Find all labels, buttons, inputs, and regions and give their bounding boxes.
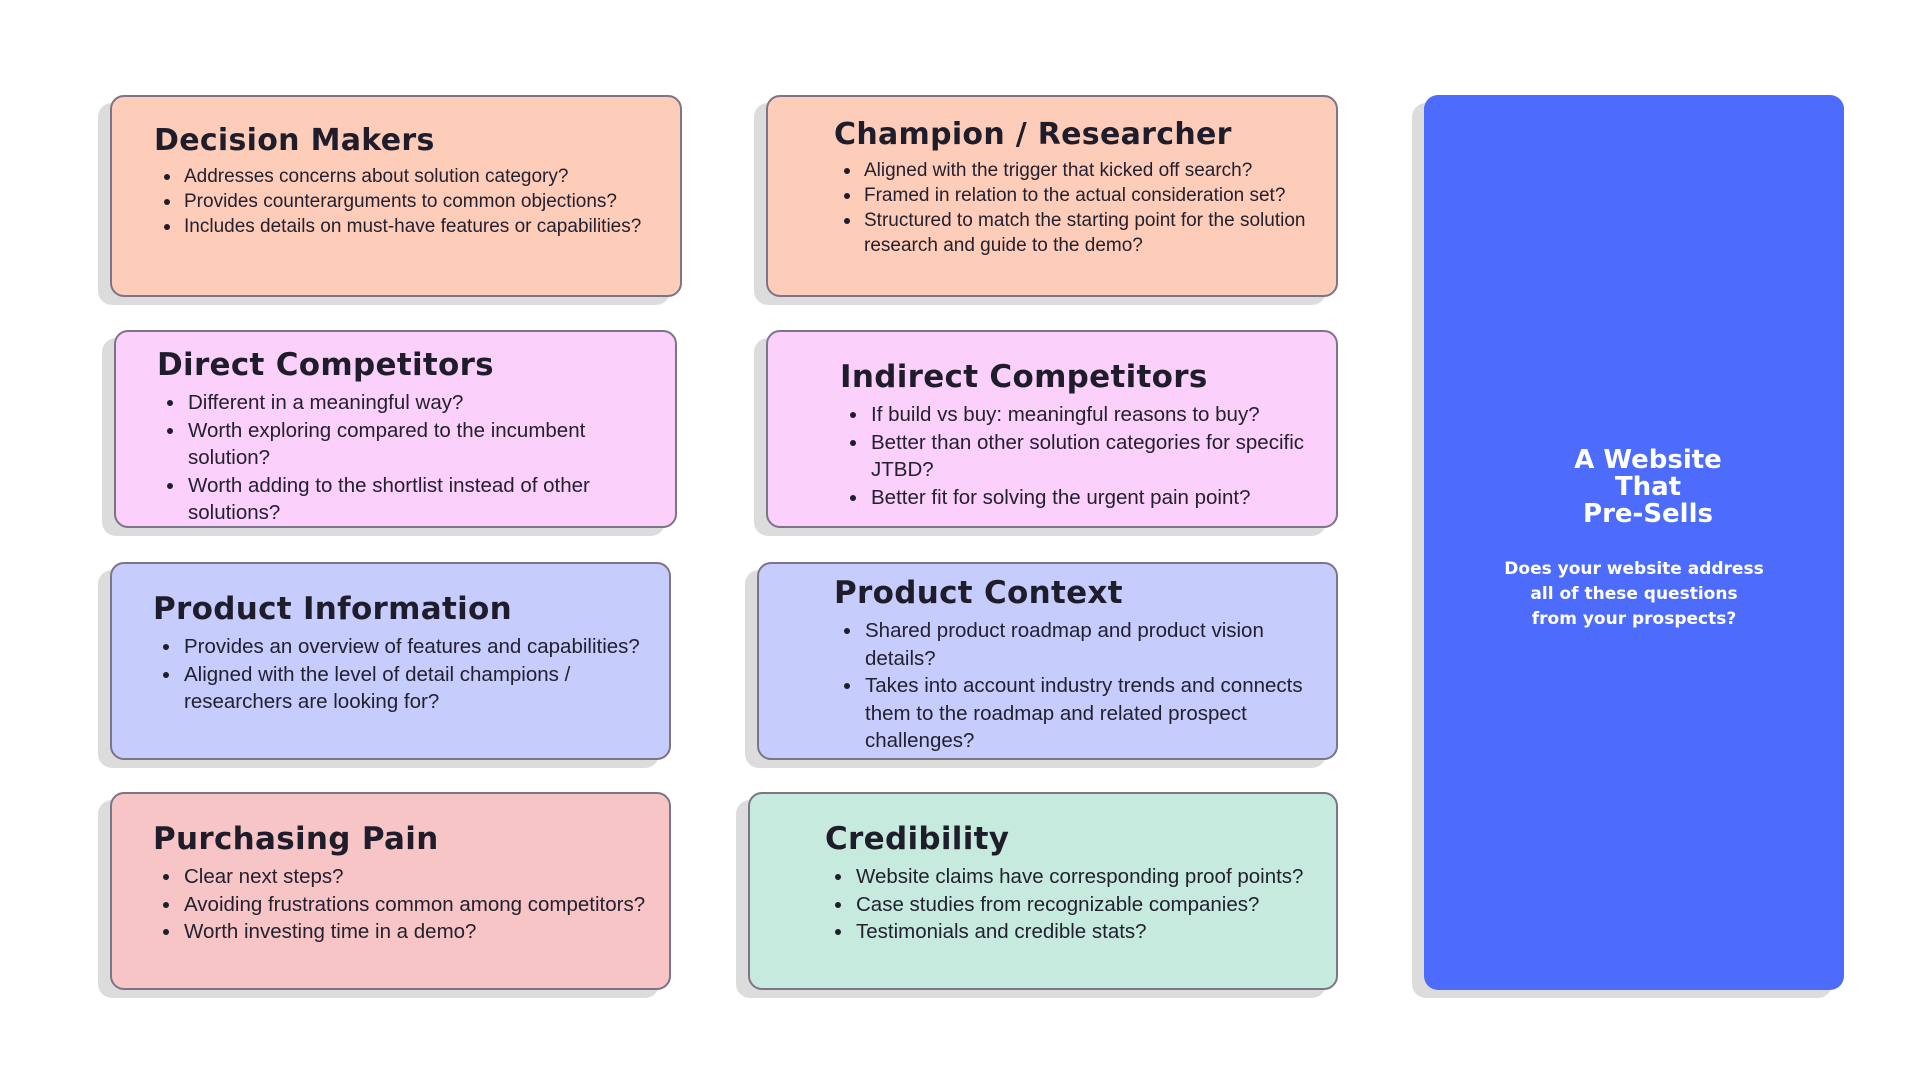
card-title: Decision Makers bbox=[154, 123, 435, 158]
list-item: Case studies from recognizable companies… bbox=[825, 891, 1318, 919]
summary-question-line: all of these questions bbox=[1530, 584, 1738, 604]
list-item: Website claims have corresponding proof … bbox=[825, 863, 1318, 891]
summary-title-line: Pre-Sells bbox=[1583, 499, 1713, 529]
card-question-list: Different in a meaningful way? Worth exp… bbox=[157, 389, 655, 527]
list-item: Better fit for solving the urgent pain p… bbox=[840, 484, 1318, 512]
list-item: Includes details on must-have features o… bbox=[154, 214, 660, 239]
card-question-list: Clear next steps? Avoiding frustrations … bbox=[153, 863, 649, 946]
card-question-list: Aligned with the trigger that kicked off… bbox=[834, 158, 1318, 258]
card-product-context: Product Context Shared product roadmap a… bbox=[757, 562, 1338, 760]
card-title: Purchasing Pain bbox=[153, 821, 439, 857]
list-item: If build vs buy: meaningful reasons to b… bbox=[840, 401, 1318, 429]
card-purchasing-pain: Purchasing Pain Clear next steps? Avoidi… bbox=[110, 792, 671, 990]
list-item: Addresses concerns about solution catego… bbox=[154, 164, 660, 189]
list-item: Avoiding frustrations common among compe… bbox=[153, 891, 649, 919]
card-title: Product Information bbox=[153, 591, 512, 627]
card-title: Indirect Competitors bbox=[840, 359, 1208, 395]
list-item: Worth adding to the shortlist instead of… bbox=[157, 472, 655, 527]
summary-question-line: Does your website address bbox=[1504, 559, 1764, 579]
list-item: Better than other solution categories fo… bbox=[840, 429, 1318, 484]
card-direct-competitors: Direct Competitors Different in a meanin… bbox=[114, 330, 677, 528]
list-item: Provides counterarguments to common obje… bbox=[154, 189, 660, 214]
card-question-list: Website claims have corresponding proof … bbox=[825, 863, 1318, 946]
list-item: Aligned with the level of detail champio… bbox=[153, 661, 649, 716]
card-title: Direct Competitors bbox=[157, 347, 494, 383]
card-title: Product Context bbox=[834, 575, 1123, 611]
list-item: Clear next steps? bbox=[153, 863, 649, 891]
summary-question: Does your website address all of these q… bbox=[1424, 557, 1844, 632]
card-question-list: Shared product roadmap and product visio… bbox=[834, 617, 1318, 755]
list-item: Testimonials and credible stats? bbox=[825, 918, 1318, 946]
card-title: Credibility bbox=[825, 821, 1010, 857]
card-question-list: Addresses concerns about solution catego… bbox=[154, 164, 660, 239]
summary-question-line: from your prospects? bbox=[1531, 609, 1737, 629]
list-item: Framed in relation to the actual conside… bbox=[834, 183, 1318, 208]
card-product-information: Product Information Provides an overview… bbox=[110, 562, 671, 760]
card-title: Champion / Researcher bbox=[834, 117, 1232, 152]
list-item: Worth exploring compared to the incumben… bbox=[157, 417, 655, 472]
card-champion-researcher: Champion / Researcher Aligned with the t… bbox=[766, 95, 1338, 297]
list-item: Worth investing time in a demo? bbox=[153, 918, 649, 946]
summary-title: A Website That Pre-Sells bbox=[1424, 447, 1844, 528]
list-item: Shared product roadmap and product visio… bbox=[834, 617, 1318, 672]
card-decision-makers: Decision Makers Addresses concerns about… bbox=[110, 95, 682, 297]
summary-title-line: A Website bbox=[1574, 445, 1722, 475]
summary-title-line: That bbox=[1614, 472, 1682, 502]
list-item: Structured to match the starting point f… bbox=[834, 208, 1318, 258]
summary-panel: A Website That Pre-Sells Does your websi… bbox=[1424, 95, 1844, 990]
list-item: Different in a meaningful way? bbox=[157, 389, 655, 417]
card-credibility: Credibility Website claims have correspo… bbox=[748, 792, 1338, 990]
list-item: Takes into account industry trends and c… bbox=[834, 672, 1318, 755]
card-indirect-competitors: Indirect Competitors If build vs buy: me… bbox=[766, 330, 1338, 528]
list-item: Provides an overview of features and cap… bbox=[153, 633, 649, 661]
card-question-list: Provides an overview of features and cap… bbox=[153, 633, 649, 716]
card-question-list: If build vs buy: meaningful reasons to b… bbox=[840, 401, 1318, 511]
list-item: Aligned with the trigger that kicked off… bbox=[834, 158, 1318, 183]
